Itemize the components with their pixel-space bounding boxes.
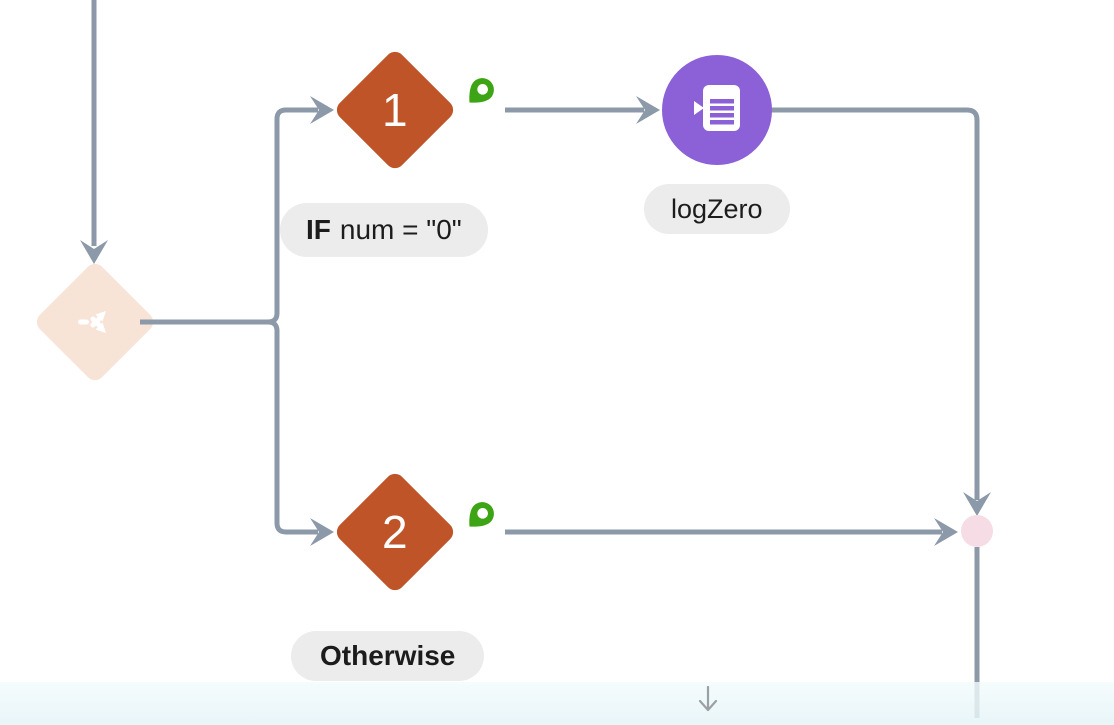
edge-branch2 bbox=[267, 319, 318, 535]
arrowhead-right-into-merge bbox=[934, 518, 958, 546]
if-keyword: IF bbox=[306, 214, 331, 245]
pin-icon[interactable] bbox=[463, 75, 497, 114]
down-arrow-icon[interactable] bbox=[697, 685, 719, 720]
activity-label[interactable]: logZero bbox=[644, 184, 790, 234]
condition-root-node[interactable] bbox=[32, 259, 158, 385]
branch1-number: 1 bbox=[382, 84, 408, 136]
if-condition-text: num = "0" bbox=[339, 214, 462, 245]
branch2-condition-label[interactable]: Otherwise bbox=[291, 631, 485, 681]
branch2-number: 2 bbox=[382, 506, 408, 558]
split-arrows-icon bbox=[77, 304, 113, 340]
arrowhead-down-into-merge bbox=[963, 492, 991, 516]
arrowhead-into-branch1 bbox=[310, 96, 334, 124]
edge-activity-to-merge bbox=[771, 107, 980, 500]
otherwise-text: Otherwise bbox=[320, 640, 456, 671]
arrowhead-into-activity bbox=[636, 96, 660, 124]
arrowhead-into-branch2 bbox=[310, 518, 334, 546]
pin-icon[interactable] bbox=[463, 499, 497, 538]
merge-point-node[interactable] bbox=[961, 515, 993, 547]
activity-node[interactable] bbox=[662, 55, 772, 165]
bottom-panel-edge bbox=[0, 682, 1114, 725]
branch1-condition-label[interactable]: IF num = "0" bbox=[280, 203, 488, 257]
arrowhead-into-root bbox=[80, 240, 108, 264]
activity-label-text: logZero bbox=[671, 193, 763, 224]
log-script-icon bbox=[693, 83, 741, 138]
